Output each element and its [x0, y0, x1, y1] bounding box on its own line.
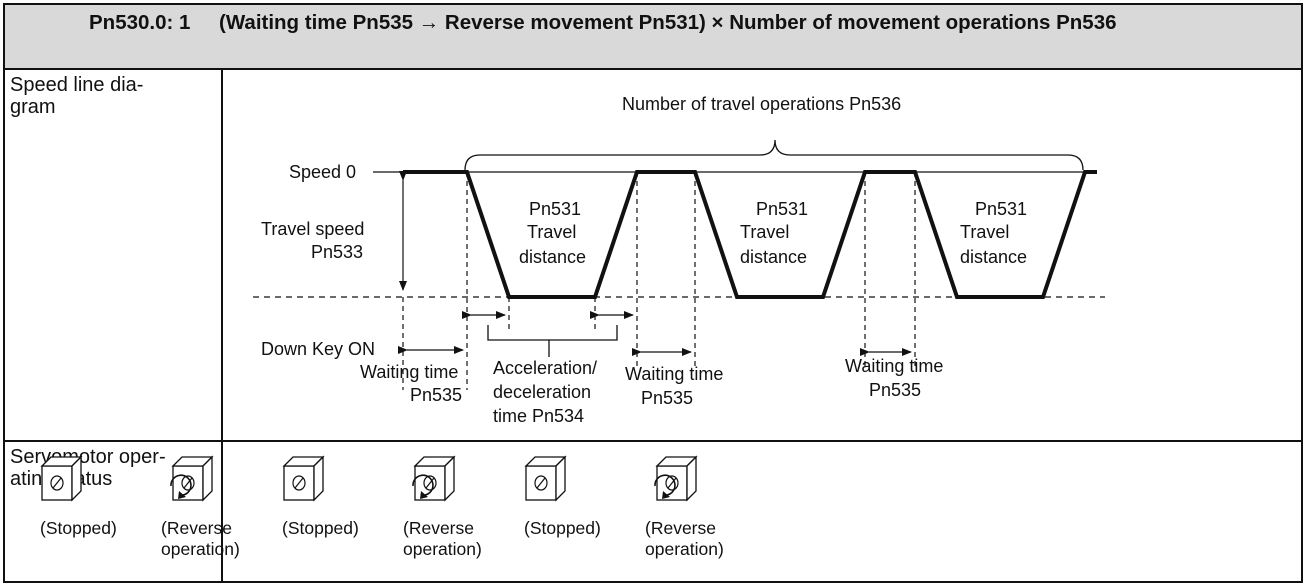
speed-profile [403, 170, 1097, 299]
svg-text:Pn535: Pn535 [869, 380, 921, 400]
travel-count-brace [464, 139, 1084, 171]
svg-text:Waiting time: Waiting time [845, 356, 943, 376]
status-item: (Reverse operation) [645, 452, 755, 559]
accel-label: Acceleration/ deceleration time Pn534 [493, 358, 597, 426]
motor-stopped-icon [40, 455, 83, 502]
status-label: (Stopped) [40, 518, 117, 538]
svg-text:Waiting time: Waiting time [625, 364, 723, 384]
waiting-time-label-2: Waiting time Pn535 [625, 364, 723, 408]
waiting-time-label-1: Waiting time Pn535 [360, 362, 462, 405]
motor-stopped-icon [524, 455, 567, 502]
waiting-time-label-3: Waiting time Pn535 [845, 356, 943, 400]
motor-stopped-icon [282, 455, 325, 502]
header-parameter: Pn530.0: 1 [89, 11, 191, 34]
travel-speed-label-2: Pn533 [311, 242, 363, 262]
motor-reverse-icon [412, 455, 456, 502]
timing-guides [402, 172, 916, 390]
motor-reverse-icon [654, 455, 698, 502]
status-label: (Stopped) [282, 518, 359, 538]
travel-block-1: Pn531 Travel distance [519, 199, 586, 267]
status-label: (Stopped) [524, 518, 601, 538]
accel-bracket [487, 325, 618, 357]
travel-speed-label-1: Travel speed [261, 219, 364, 239]
speed-diagram-row: Speed line dia-gram Number of travel ope… [5, 70, 1301, 442]
status-item: (Reverse operation) [403, 452, 513, 559]
svg-text:Travel: Travel [740, 222, 789, 242]
svg-text:distance: distance [740, 247, 807, 267]
status-item: (Stopped) [40, 452, 150, 538]
svg-text:Pn531: Pn531 [756, 199, 808, 219]
svg-text:deceleration: deceleration [493, 382, 591, 402]
status-item: (Reverse operation) [161, 452, 271, 559]
svg-text:distance: distance [960, 247, 1027, 267]
speed-line-diagram: Number of travel operations Pn536 Speed … [253, 94, 1105, 426]
motor-reverse-icon [170, 455, 214, 502]
servomotor-status-row: Servomotor oper-ating status (Stopped)(R… [5, 442, 1301, 581]
travel-count-label: Number of travel operations Pn536 [622, 94, 901, 114]
svg-text:Acceleration/: Acceleration/ [493, 358, 597, 378]
status-label: (Reverse operation) [403, 518, 482, 559]
svg-text:Travel: Travel [527, 222, 576, 242]
travel-block-2: Pn531 Travel distance [740, 199, 808, 267]
column-divider [221, 70, 223, 581]
status-item: (Stopped) [524, 452, 634, 538]
svg-text:Pn531: Pn531 [975, 199, 1027, 219]
table-header: Pn530.0: 1 (Waiting time Pn535 → Reverse… [5, 5, 1301, 70]
status-label: (Reverse operation) [161, 518, 240, 559]
svg-text:Pn535: Pn535 [410, 385, 462, 405]
status-label: (Reverse operation) [645, 518, 724, 559]
travel-block-3: Pn531 Travel distance [960, 199, 1027, 267]
svg-text:Waiting time: Waiting time [360, 362, 458, 382]
parameter-table: Pn530.0: 1 (Waiting time Pn535 → Reverse… [3, 3, 1303, 583]
status-item: (Stopped) [282, 452, 392, 538]
header-description: (Waiting time Pn535 → Reverse movement P… [219, 11, 1117, 34]
svg-text:Pn531: Pn531 [529, 199, 581, 219]
svg-text:Travel: Travel [960, 222, 1009, 242]
speed-zero-label: Speed 0 [289, 162, 356, 182]
svg-text:time Pn534: time Pn534 [493, 406, 584, 426]
row-label-speed-diagram: Speed line dia-gram [10, 74, 144, 118]
svg-text:Pn535: Pn535 [641, 388, 693, 408]
svg-text:distance: distance [519, 247, 586, 267]
down-key-label: Down Key ON [261, 339, 375, 359]
